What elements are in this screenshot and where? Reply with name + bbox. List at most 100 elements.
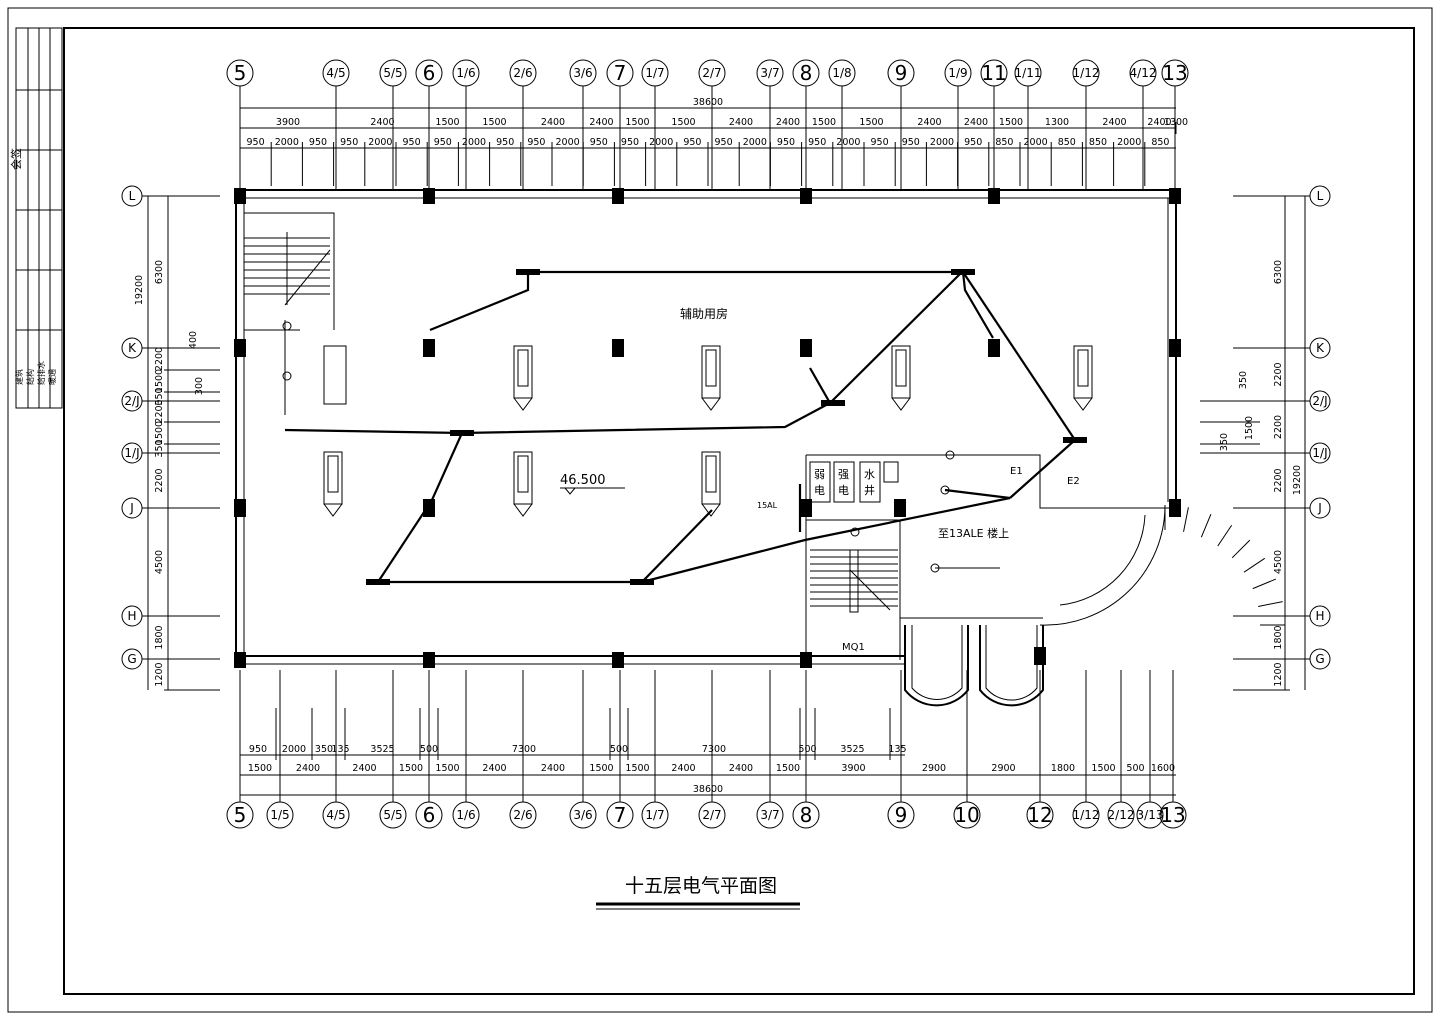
dim-label: 2400 <box>964 117 988 128</box>
shaft <box>809 461 831 503</box>
axis-label: 8 <box>800 61 813 85</box>
light-fixture-end <box>1073 397 1093 411</box>
dim-label: 950 <box>309 137 327 148</box>
column <box>612 188 624 204</box>
dim-label: 2000 <box>743 137 767 148</box>
axis-label: 1/12 <box>1073 66 1100 80</box>
dim-label: 1500 <box>999 117 1023 128</box>
dim-label: 2200 <box>1273 468 1284 492</box>
axis-label: 1/11 <box>1015 66 1042 80</box>
dim-label: 6300 <box>154 260 165 284</box>
axis-label: G <box>1315 652 1324 666</box>
light-fixture-inner <box>705 455 717 493</box>
light-fixture-inner <box>705 349 717 387</box>
shaft-label: 水 <box>864 468 875 481</box>
dim-label: 1500 <box>625 117 649 128</box>
light-fixture <box>701 451 721 505</box>
light-fixture <box>701 345 721 399</box>
dim-label: 1800 <box>154 625 165 649</box>
stair-arrow <box>849 569 891 611</box>
column <box>800 188 812 204</box>
axis-label: 2/6 <box>513 66 532 80</box>
axis-label: 3/6 <box>573 66 592 80</box>
axis-label: J <box>129 501 134 515</box>
column <box>423 339 435 357</box>
dim-label: 1500 <box>435 763 459 774</box>
axis-label: 12 <box>1027 803 1052 827</box>
junction-box <box>821 400 845 406</box>
shaft <box>833 461 855 503</box>
dim-label: 350 <box>1238 371 1249 389</box>
dim-label: 2000 <box>462 137 486 148</box>
dim-label: 2200 <box>1273 415 1284 439</box>
dim-label: 3900 <box>841 763 865 774</box>
room-label: 辅助用房 <box>680 306 728 321</box>
column <box>988 188 1000 204</box>
dim-label: 950 <box>777 137 795 148</box>
bay-windows <box>900 617 1044 707</box>
light-fixture-end <box>323 503 343 517</box>
title-block-cell: 结构 <box>25 369 35 385</box>
dim-label: 38600 <box>693 784 723 795</box>
dim-label: 950 <box>340 137 358 148</box>
dim-label: 850 <box>1089 137 1107 148</box>
dim-label: 2000 <box>1024 137 1048 148</box>
dim-label: 2400 <box>1147 117 1171 128</box>
dim-label: 1500 <box>776 763 800 774</box>
dim-label: 1600 <box>1151 763 1175 774</box>
dim-label: 2000 <box>556 137 580 148</box>
elevation-mark: 46.500 <box>560 473 606 488</box>
axis-label: 2/7 <box>702 66 721 80</box>
dim-label: 2000 <box>1117 137 1141 148</box>
dim-label: 950 <box>871 137 889 148</box>
axis-label: H <box>1315 609 1324 623</box>
dim-label: 2400 <box>671 763 695 774</box>
dim-label: 950 <box>249 744 267 755</box>
dim-label: 1500 <box>1244 416 1255 440</box>
spiral-tread <box>1243 557 1266 573</box>
dim-label: 500 <box>610 744 628 755</box>
dim-label: 850 <box>995 137 1013 148</box>
dim-label: 850 <box>1151 137 1169 148</box>
light-fixture <box>1073 345 1093 399</box>
e1-label: E1 <box>1010 466 1023 477</box>
axis-label: 10 <box>954 803 979 827</box>
spiral-tread <box>1231 539 1251 559</box>
axis-label: 13 <box>1162 61 1187 85</box>
dim-label: 135 <box>331 744 349 755</box>
spiral-tread <box>1258 601 1283 607</box>
spiral-tread <box>1217 524 1233 547</box>
dim-label: 350 <box>154 387 165 405</box>
wiring-runs <box>284 270 1076 584</box>
dim-label: 2200 <box>1273 362 1284 386</box>
axis-label: 13 <box>1160 803 1185 827</box>
dim-label: 2400 <box>482 763 506 774</box>
axis-label: K <box>1316 341 1325 355</box>
shaft-small <box>883 461 899 483</box>
dim-label: 1500 <box>482 117 506 128</box>
dim-label: 1500 <box>435 117 459 128</box>
dim-label: 1500 <box>625 763 649 774</box>
column <box>1169 339 1181 357</box>
sheet-border <box>7 7 1433 1013</box>
axis-label: 7 <box>614 61 627 85</box>
column <box>234 499 246 517</box>
column <box>988 339 1000 357</box>
door-mq1-label: MQ1 <box>842 642 865 653</box>
light-fixture-inner <box>517 455 529 493</box>
column <box>1169 188 1181 204</box>
dim-label: 38600 <box>693 97 723 108</box>
panel-15al-label: 15AL <box>757 501 778 510</box>
dim-label: 2900 <box>991 763 1015 774</box>
shaft-label: 弱 <box>814 468 825 481</box>
outlet-symbol <box>850 527 860 537</box>
dim-label: 350 <box>154 439 165 457</box>
column <box>234 652 246 668</box>
dim-label: 1500 <box>399 763 423 774</box>
dim-label: 950 <box>964 137 982 148</box>
structural-columns <box>234 188 1181 668</box>
title-block: 会签 建筑 结构 给排水 暖通 <box>9 27 63 409</box>
